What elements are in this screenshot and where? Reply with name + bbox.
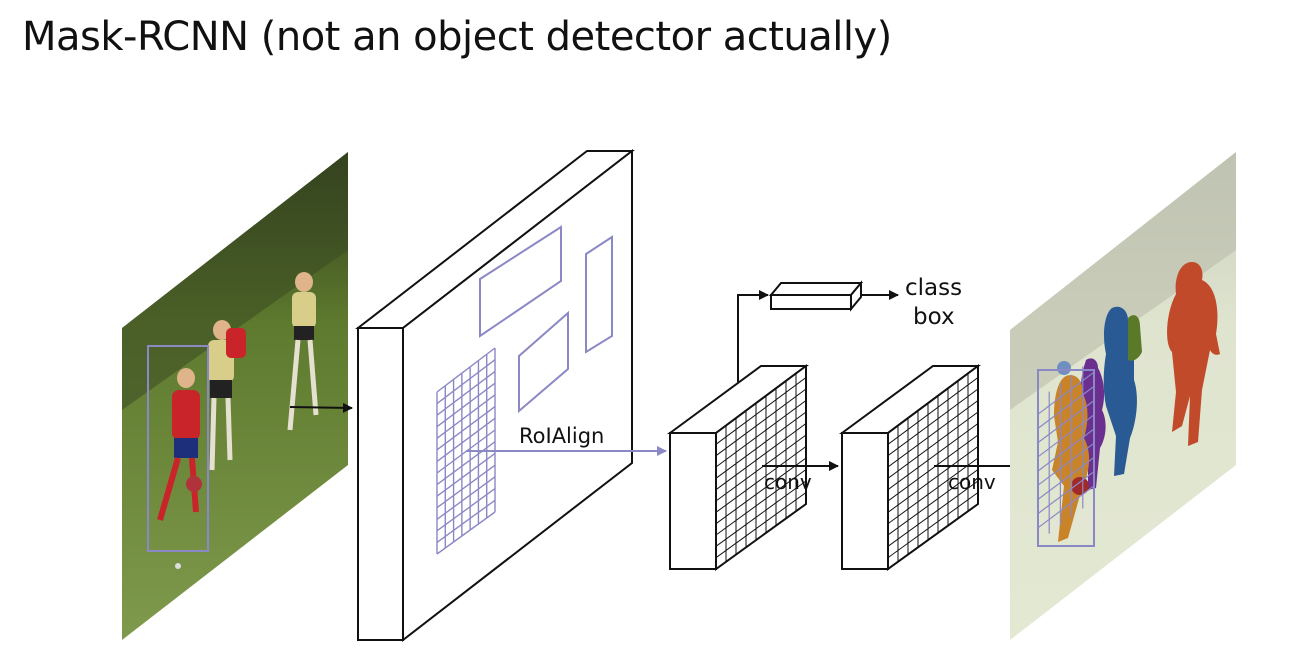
grid-line bbox=[715, 457, 807, 525]
grid-line bbox=[1037, 471, 1095, 515]
class-output-label: class bbox=[905, 275, 962, 301]
grid-line bbox=[715, 400, 807, 468]
grid-line bbox=[1037, 442, 1095, 486]
grid-line bbox=[887, 411, 979, 479]
instance-masks bbox=[1052, 262, 1220, 542]
grid-line bbox=[436, 441, 496, 486]
grid-line bbox=[1037, 456, 1095, 500]
grid-line bbox=[887, 446, 979, 513]
output-image bbox=[1010, 152, 1236, 640]
grid-line bbox=[887, 400, 979, 468]
mask-feature-block bbox=[838, 364, 982, 571]
grid-line bbox=[436, 347, 496, 393]
region-proposal bbox=[479, 225, 562, 338]
grid-line bbox=[715, 446, 807, 513]
grid-line bbox=[715, 492, 807, 559]
conv-label-2: conv bbox=[948, 470, 996, 494]
grid-line bbox=[1037, 485, 1095, 529]
roi-grid bbox=[436, 347, 496, 555]
grid-line bbox=[436, 406, 496, 451]
grid-line bbox=[1037, 400, 1095, 444]
grid-line bbox=[887, 480, 979, 547]
grid-line bbox=[715, 388, 807, 457]
mask-grid-overlay bbox=[1037, 366, 1095, 534]
backbone-feature-map bbox=[355, 148, 635, 643]
region-proposal bbox=[518, 310, 569, 414]
mask-feature-grid bbox=[887, 373, 979, 562]
grid-line bbox=[436, 464, 496, 509]
players-illustration bbox=[157, 272, 319, 569]
grid-line bbox=[887, 469, 979, 536]
grid-line bbox=[1037, 414, 1095, 458]
grid-line bbox=[436, 394, 496, 439]
grid-line bbox=[887, 377, 979, 445]
grid-line bbox=[436, 359, 496, 405]
grid-line bbox=[887, 423, 979, 491]
grid-line bbox=[436, 488, 496, 532]
grid-line bbox=[1037, 428, 1095, 472]
grid-line bbox=[887, 457, 979, 525]
grid-line bbox=[715, 434, 807, 502]
grid-line bbox=[887, 434, 979, 502]
box-output-label: box bbox=[913, 304, 955, 330]
conv-label-1: conv bbox=[764, 470, 812, 494]
roi-feature-block bbox=[666, 364, 810, 571]
input-image bbox=[122, 152, 348, 640]
grid-line bbox=[436, 499, 496, 543]
grid-line bbox=[436, 417, 496, 462]
grid-line bbox=[436, 370, 496, 416]
arrow-to-head bbox=[737, 290, 769, 382]
grid-line bbox=[715, 411, 807, 479]
grid-line bbox=[887, 492, 979, 559]
grid-line bbox=[715, 377, 807, 445]
grid-line bbox=[436, 511, 496, 555]
grid-line bbox=[436, 452, 496, 497]
grid-line bbox=[436, 476, 496, 520]
grid-line bbox=[1037, 385, 1095, 429]
arrow-image-to-backbone bbox=[289, 402, 353, 413]
grid-line bbox=[715, 480, 807, 547]
grid-line bbox=[436, 382, 496, 428]
roialign-label: RoIAlign bbox=[519, 424, 604, 448]
grid-line bbox=[715, 423, 807, 491]
roi-feature-grid bbox=[715, 373, 807, 562]
grid-line bbox=[715, 469, 807, 536]
grid-line bbox=[1037, 371, 1095, 415]
class-box-head bbox=[768, 280, 864, 312]
slide-title: Mask-RCNN (not an object detector actual… bbox=[22, 14, 892, 60]
region-proposal bbox=[585, 235, 613, 354]
grid-line bbox=[887, 388, 979, 457]
